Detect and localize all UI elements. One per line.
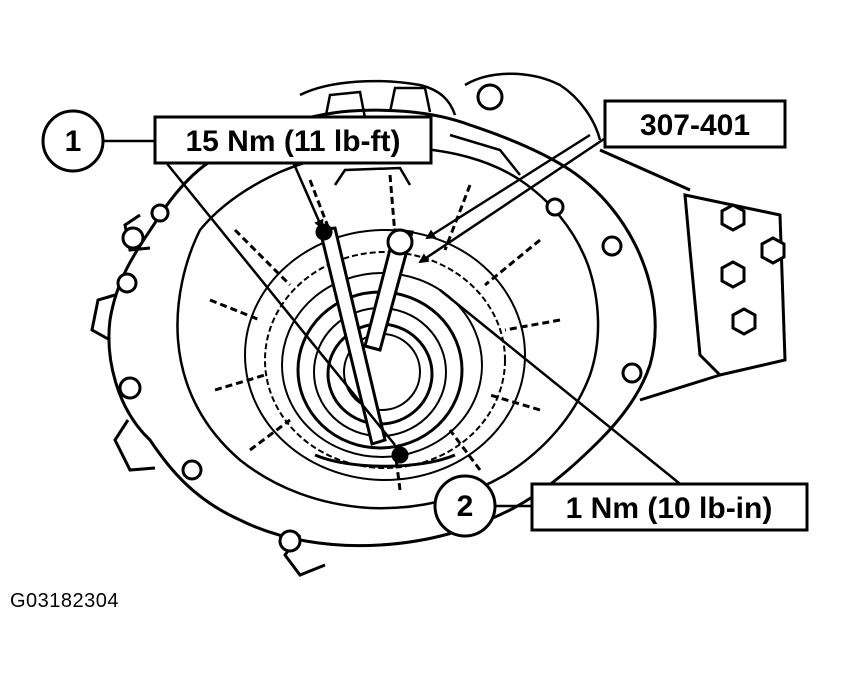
side-bracket — [599, 148, 787, 402]
callout-1-circle — [41, 109, 105, 173]
callout-1: 1 15 Nm (11 lb-ft) — [41, 109, 433, 173]
callout-1-torque-label: 15 Nm (11 lb-ft) — [185, 125, 400, 158]
tool-label: 307-401 — [603, 99, 787, 149]
callout-2-box — [530, 482, 809, 532]
tool-label-text: 307-401 — [640, 109, 750, 142]
callout-2-torque-label: 1 Nm (10 lb-in) — [566, 492, 773, 525]
callout-1-number: 1 — [65, 125, 82, 158]
figure-id: G03182304 — [10, 590, 120, 612]
housing-ribs — [209, 174, 561, 491]
callout-1-box — [153, 115, 433, 165]
upper-castings — [299, 72, 602, 186]
tool-label-box — [603, 99, 787, 149]
special-tool-307-401 — [314, 223, 456, 468]
callout-2-number: 2 — [457, 490, 474, 523]
callout-2-circle — [433, 474, 497, 538]
bolt-bosses — [116, 83, 643, 553]
callout-2: 2 1 Nm (10 lb-in) — [433, 474, 809, 538]
bracket-bolts — [720, 203, 786, 336]
leader-lines — [103, 133, 701, 508]
